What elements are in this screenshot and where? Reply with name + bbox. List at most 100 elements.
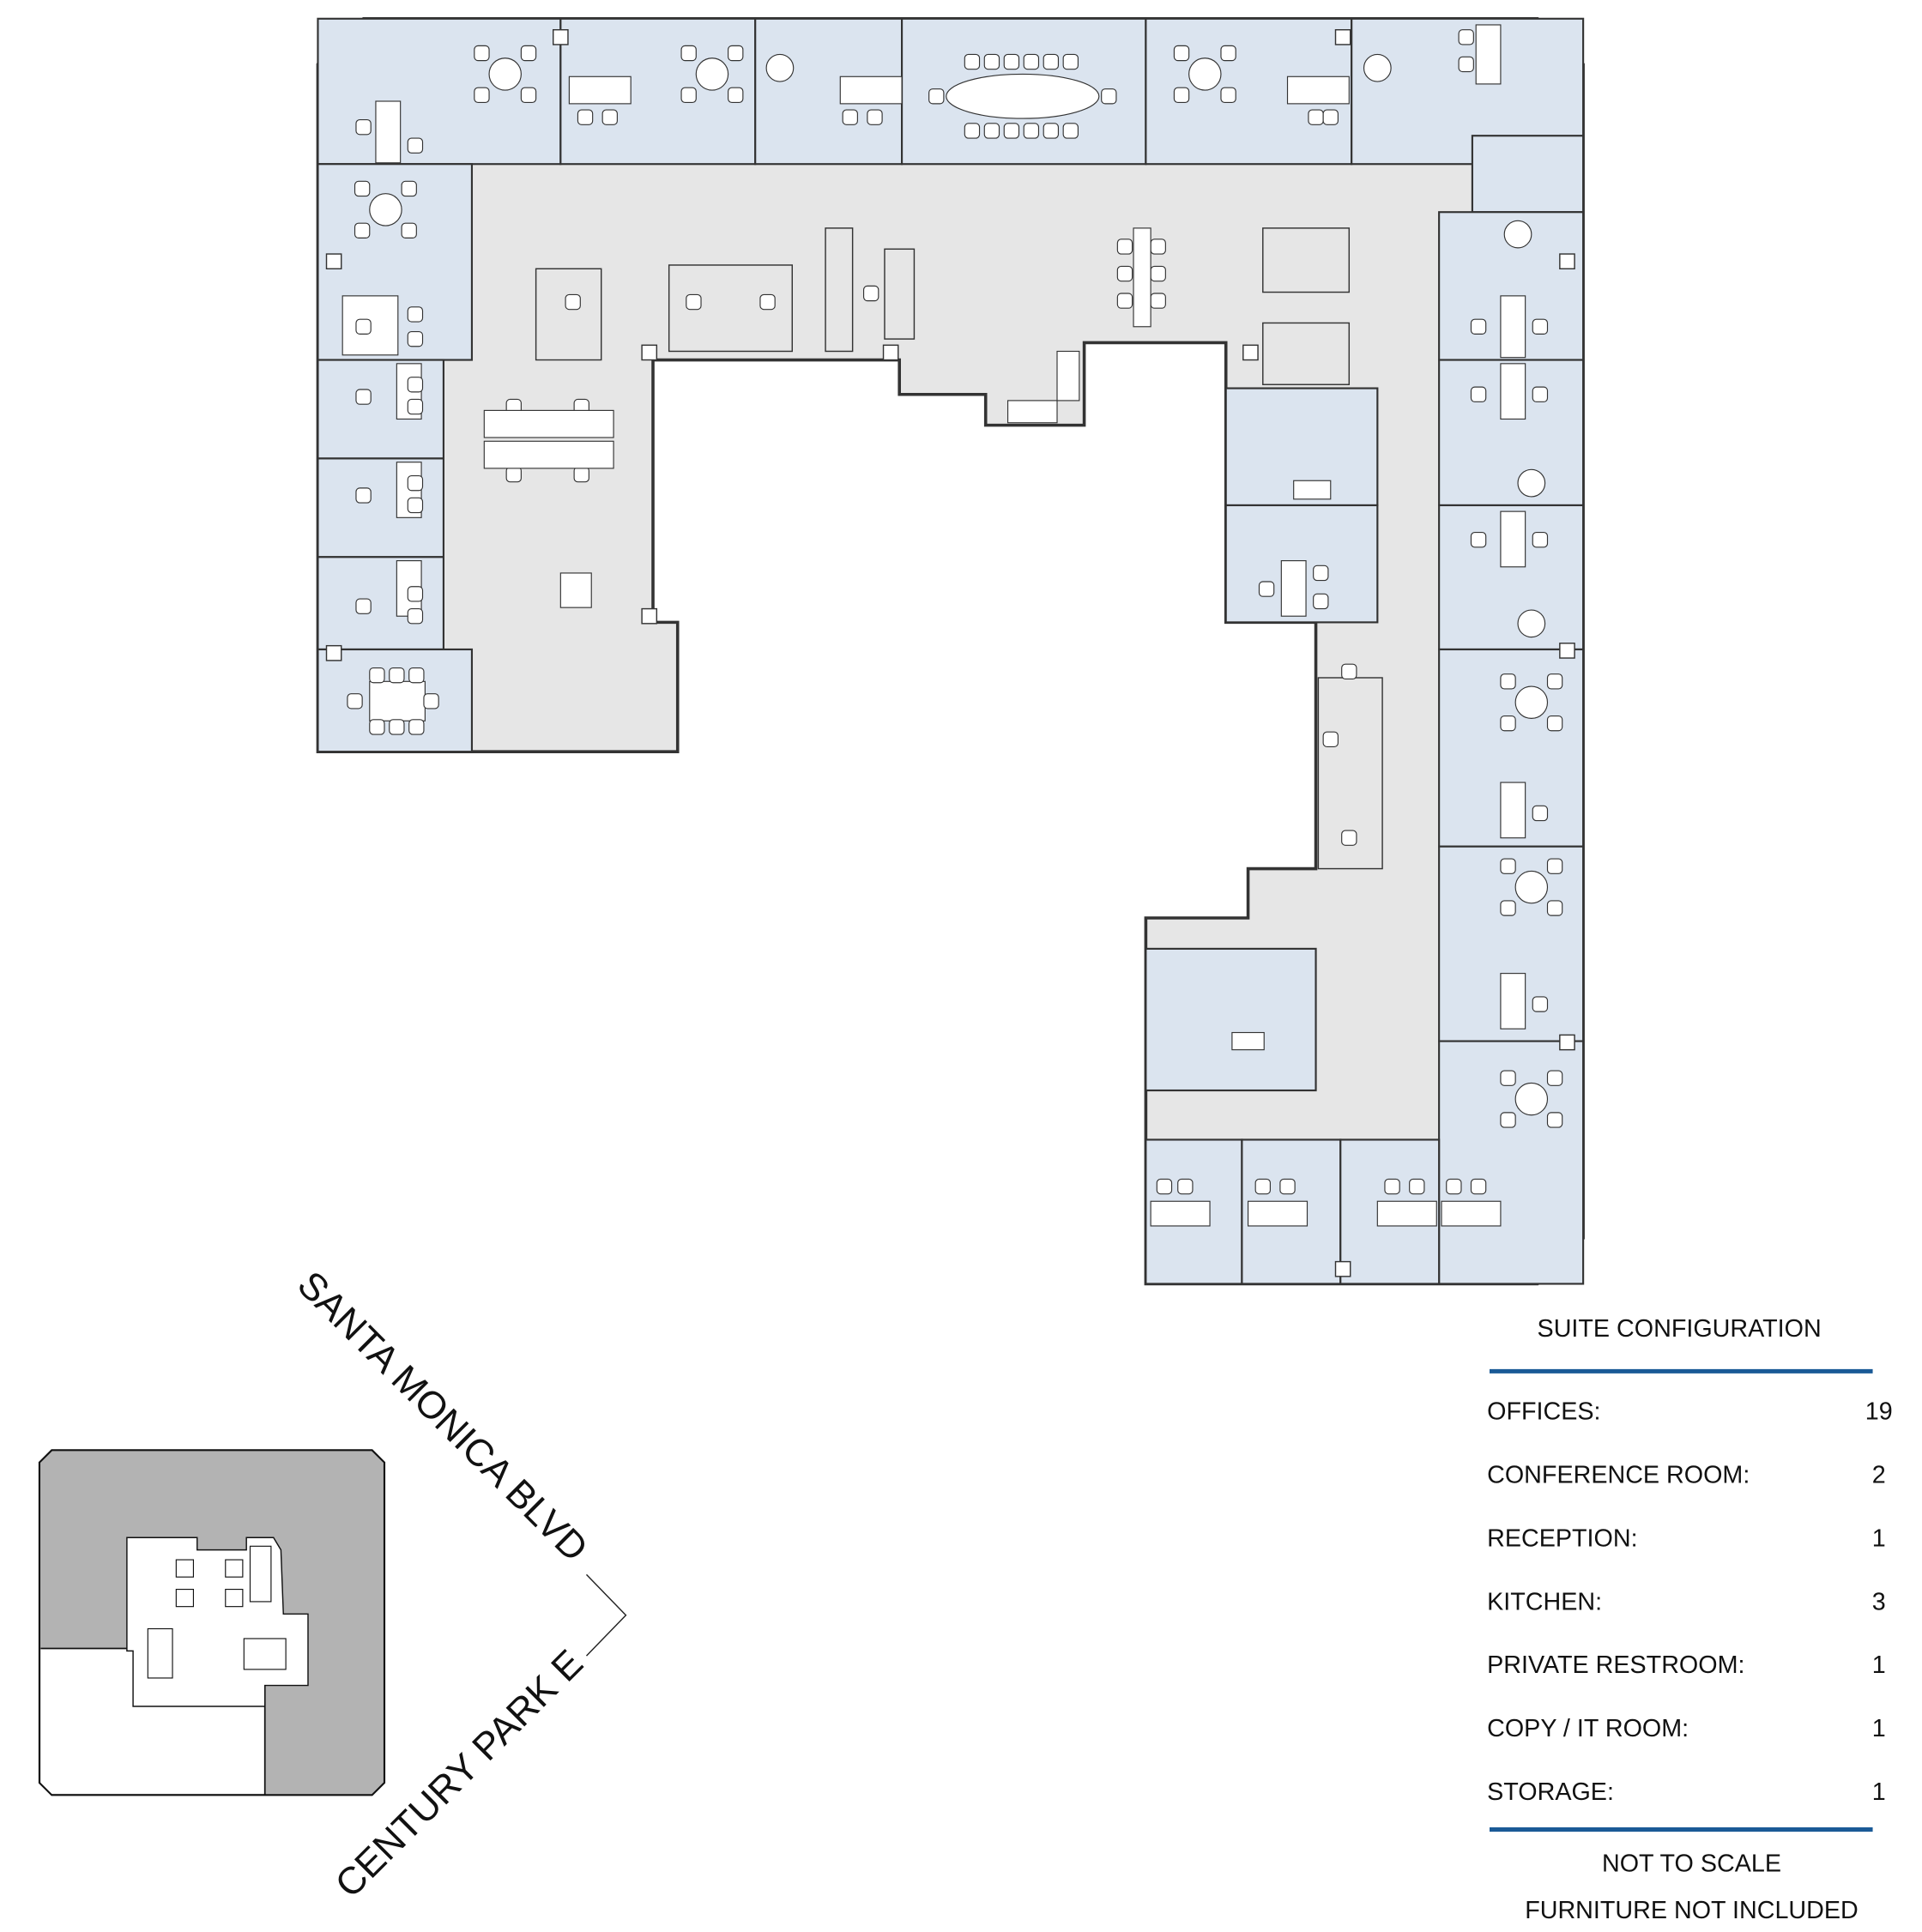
chair <box>1313 593 1329 610</box>
chair <box>1258 581 1275 597</box>
legend-note-scale: NOT TO SCALE <box>1602 1850 1781 1877</box>
desk <box>1247 1200 1309 1227</box>
chair <box>505 466 522 483</box>
chair <box>1150 238 1166 255</box>
desk <box>1500 782 1526 839</box>
chair <box>983 123 1000 139</box>
chair <box>407 474 424 492</box>
legend-row-label: STORAGE: <box>1487 1778 1614 1806</box>
structural-column <box>325 253 342 269</box>
office <box>317 17 562 166</box>
chair <box>1546 1070 1563 1086</box>
key-map-stair <box>249 1545 272 1603</box>
legend-row: KITCHEN:3 <box>1487 1588 1886 1615</box>
structural-column <box>641 344 658 361</box>
key-map-building-core <box>126 1537 309 1707</box>
key-map-elevator <box>225 1588 244 1608</box>
chair <box>1003 53 1020 70</box>
structural-column <box>641 607 658 625</box>
chair <box>1546 858 1563 874</box>
chair <box>1322 731 1339 747</box>
chair <box>728 45 744 62</box>
chair <box>474 87 490 104</box>
chair <box>1156 1178 1173 1195</box>
round-table <box>1503 220 1532 249</box>
chair <box>686 293 702 311</box>
chair <box>408 719 425 735</box>
chair <box>408 667 425 684</box>
workstation-partition <box>1262 322 1351 385</box>
legend-row: COPY / IT ROOM:1 <box>1487 1715 1886 1742</box>
chair <box>354 222 371 238</box>
chair <box>1322 109 1339 125</box>
legend-row-value: 3 <box>1872 1588 1886 1615</box>
desk <box>1056 350 1080 401</box>
chair <box>1173 45 1190 62</box>
chair <box>1500 1070 1516 1086</box>
suite-corridor-area <box>316 17 1585 1286</box>
chair <box>1177 1178 1194 1195</box>
chair <box>1308 109 1324 125</box>
desk <box>1293 480 1332 500</box>
chair <box>1532 805 1549 822</box>
key-map-elevator <box>225 1559 244 1578</box>
chair <box>520 87 537 104</box>
desk <box>483 409 614 438</box>
suite-configuration-legend: SUITE CONFIGURATION OFFICES:19CONFERENCE… <box>1487 1315 1893 1924</box>
chair <box>964 53 981 70</box>
desk <box>559 572 592 608</box>
chair <box>1446 1178 1462 1195</box>
chair <box>1500 715 1516 732</box>
chair <box>407 306 424 323</box>
desk <box>1500 973 1526 1029</box>
chair <box>407 137 424 154</box>
desk <box>1475 24 1502 85</box>
desk <box>1006 400 1058 424</box>
structural-column <box>325 644 342 661</box>
legend-title: SUITE CONFIGURATION <box>1538 1315 1822 1343</box>
chair <box>1470 386 1487 402</box>
chair <box>423 693 439 709</box>
chair <box>964 123 981 139</box>
chair <box>1470 531 1487 548</box>
workstation-partition <box>535 268 602 361</box>
chair <box>1500 858 1516 874</box>
chair <box>1101 88 1117 105</box>
desk <box>1376 1200 1437 1227</box>
chair <box>1500 673 1516 690</box>
chair <box>1546 673 1563 690</box>
chair <box>728 87 744 104</box>
legend-note-furniture: FURNITURE NOT INCLUDED <box>1525 1897 1859 1924</box>
chair <box>1220 87 1236 104</box>
chair <box>474 45 490 62</box>
private-restroom <box>1471 135 1585 214</box>
desk <box>1500 295 1526 359</box>
key-map-stair <box>147 1627 173 1679</box>
conference-table <box>946 73 1100 119</box>
legend-row-value: 2 <box>1872 1461 1886 1488</box>
desk <box>375 100 402 164</box>
legend-row-value: 1 <box>1872 1651 1886 1679</box>
round-table <box>1517 609 1546 638</box>
chair <box>1254 1178 1271 1195</box>
key-map-other-tenant-area <box>40 1648 265 1794</box>
chair <box>862 285 879 302</box>
office <box>317 556 444 651</box>
legend-row-label: OFFICES: <box>1487 1398 1600 1425</box>
workstation-partition <box>668 264 793 353</box>
chair <box>1043 123 1060 139</box>
round-table <box>1514 870 1549 904</box>
chair <box>355 487 372 504</box>
chair <box>1532 996 1549 1012</box>
chair <box>389 667 405 684</box>
structural-column <box>553 29 569 45</box>
chair <box>1458 29 1474 45</box>
chair <box>401 180 417 197</box>
chair <box>1546 900 1563 916</box>
key-map-elevator <box>175 1559 195 1578</box>
chair <box>1173 87 1190 104</box>
corner-direction-arrow <box>585 1573 627 1657</box>
chair <box>1458 56 1474 73</box>
